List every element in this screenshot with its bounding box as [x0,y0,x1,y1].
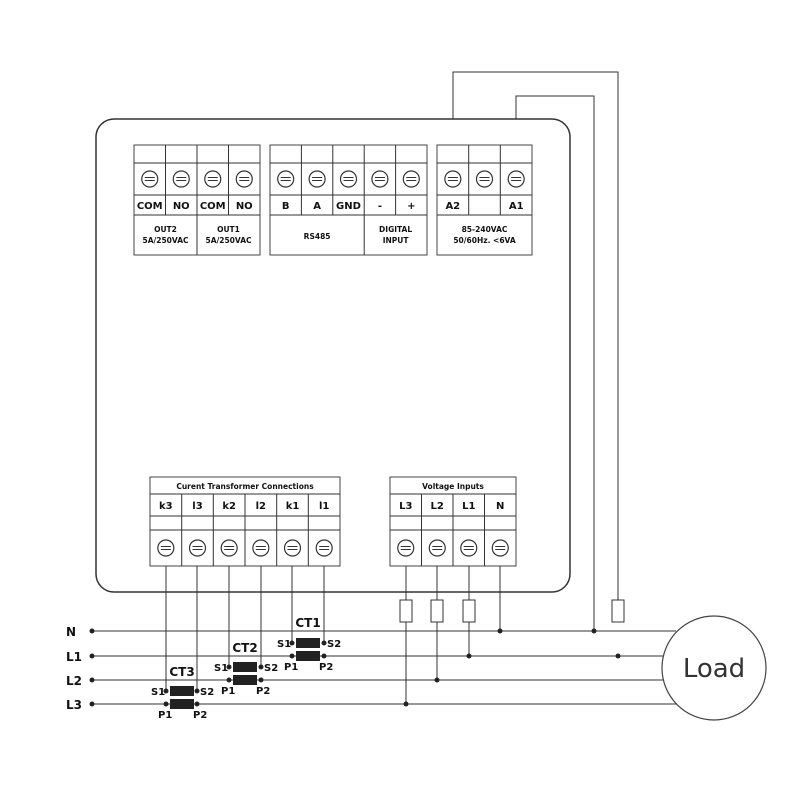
out2-label-line1: OUT2 [154,225,177,234]
power-label-line1: 85-240VAC [462,225,508,234]
comm-terminal-screw-icon [277,170,295,188]
fuse-l1 [462,599,476,623]
ct-wires [165,566,325,690]
line-label-l2: L2 [66,674,82,688]
ct1-s1: S1 [277,639,291,650]
line-label-n: N [66,625,76,639]
rs485-label: RS485 [304,232,331,241]
terminal-out2-com: COM [137,201,163,212]
terminal-v-l1: L1 [462,501,475,512]
ct1-name: CT1 [295,616,320,630]
out-terminal-screw-icon [204,170,222,188]
ct2-transformer [226,662,264,685]
terminal-k3: k3 [159,501,173,512]
terminal-l1: l1 [319,501,329,512]
comm-terminal-screw-icon [308,170,326,188]
terminal-a2: A2 [445,201,460,212]
comm-terminal-screw-icon [371,170,389,188]
ct-connections-title: Curent Transformer Connections [176,482,314,491]
out1-label-line1: OUT1 [217,225,240,234]
terminal-v-l3: L3 [399,501,412,512]
voltage-terminal-screw-icon [491,539,509,557]
out1-label-line2: 5A/250VAC [205,236,252,245]
ct2-s2: S2 [264,663,278,674]
ct-terminal-screw-icon [157,539,175,557]
wire-a2-to-n [452,71,619,600]
ct1-transformer [289,638,327,661]
ct3-s2: S2 [200,687,214,698]
ct-terminal-screw-icon [315,539,333,557]
terminal-k2: k2 [222,501,236,512]
ct2-p2: P2 [256,686,270,697]
power-terminal-screw-icon [444,170,462,188]
fuse-power [611,599,625,623]
terminal-a1: A1 [509,201,524,212]
digital-input-label-line1: DIGITAL [379,225,412,234]
terminal-digital-plus: + [407,201,415,212]
ct-connections-block [149,476,341,567]
ct-terminal-screw-icon [220,539,238,557]
ct-terminal-screw-icon [283,539,302,557]
terminal-rs485-a: A [313,201,321,212]
power-terminal-screw-icon [475,170,494,188]
power-label-line2: 50/60Hz. <6VA [453,236,516,245]
out-terminal-screw-icon [172,170,190,188]
out-terminal-screw-icon [235,170,253,188]
terminal-v-l2: L2 [431,501,444,512]
ct3-p1: P1 [158,710,172,721]
ct-terminal-screw-icon [188,539,207,557]
terminal-rs485-b: B [282,201,290,212]
ct2-p1: P1 [221,686,235,697]
ct3-transformer [163,686,200,709]
voltage-inputs-title: Voltage Inputs [422,482,484,491]
power-supply-block [436,144,533,256]
ct3-s1: S1 [151,687,165,698]
ct-terminal-screw-icon [252,539,270,557]
line-label-l1: L1 [66,650,82,664]
voltage-terminal-screw-icon [460,539,478,557]
power-terminal-screw-icon [507,170,525,188]
ct3-name: CT3 [169,665,194,679]
terminal-l2: l2 [256,501,266,512]
line-label-l3: L3 [66,698,82,712]
terminal-v-n: N [496,501,504,512]
terminal-digital-minus: - [378,201,382,212]
terminal-out1-no: NO [236,201,253,212]
load-label: Load [683,654,745,684]
out-terminal-screw-icon [141,170,159,188]
fuse-l2 [430,599,444,623]
comm-terminal-screw-icon [339,170,358,188]
comm-terminal-screw-icon [402,170,420,188]
voltage-terminal-screw-icon [428,539,446,557]
fuse-l3 [399,599,413,623]
out2-label-line2: 5A/250VAC [142,236,189,245]
ct2-name: CT2 [232,641,257,655]
ct3-p2: P2 [193,710,207,721]
terminal-out2-no: NO [173,201,190,212]
terminal-out1-com: COM [200,201,226,212]
load-circle [661,615,767,721]
communication-block [269,144,428,256]
terminal-rs485-gnd: GND [336,201,361,212]
ct1-p1: P1 [284,662,298,673]
voltage-terminal-screw-icon [397,539,415,557]
terminal-l3: l3 [192,501,202,512]
digital-input-label-line2: INPUT [383,236,410,245]
terminal-k1: k1 [286,501,300,512]
ct1-s2: S2 [327,639,341,650]
ct2-s1: S1 [214,663,228,674]
ct1-p2: P2 [319,662,333,673]
output-relay-block [133,144,261,256]
